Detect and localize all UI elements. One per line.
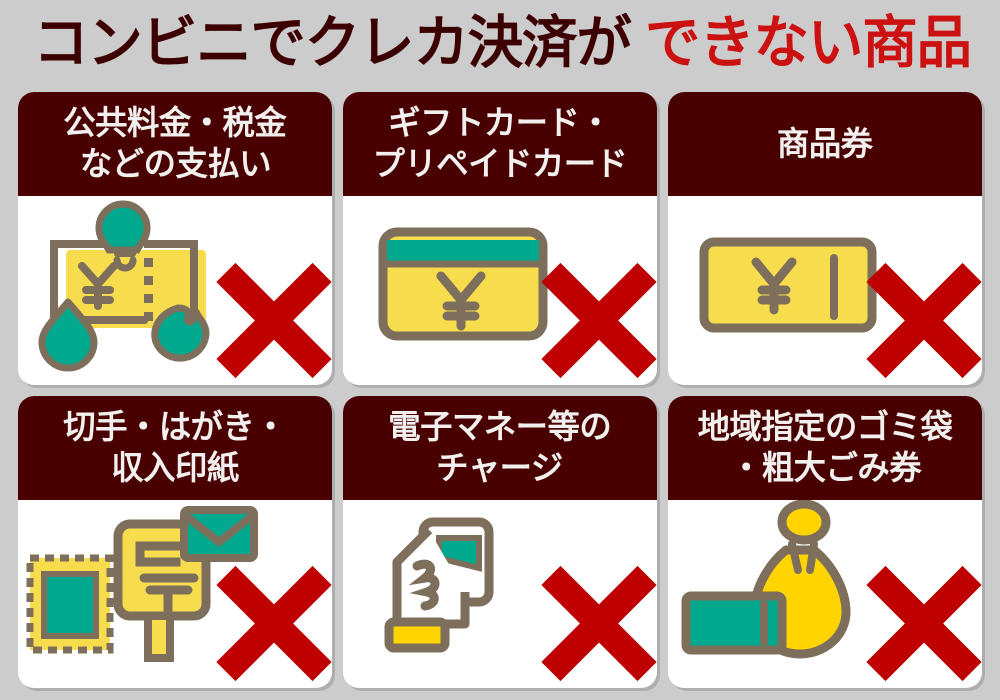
card-title-line: 公共料金・税金 [63, 103, 287, 143]
card-title-line: プリペイドカード [372, 144, 628, 183]
cards-grid: 公共料金・税金 などの支払い [18, 92, 982, 688]
card-garbage-bag-ticket[interactable]: 地域指定のゴミ袋 ・粗大ごみ券 [668, 395, 982, 688]
card-emoney-charge[interactable]: 電子マネー等の チャージ [343, 395, 657, 688]
card-title-line: などの支払い [79, 144, 271, 183]
card-header-emoney-charge: 電子マネー等の チャージ [343, 395, 657, 500]
card-body-utility-bills [18, 196, 332, 380]
card-title-line: 電子マネー等の [388, 406, 612, 446]
card-stamps-postcards[interactable]: 切手・はがき・ 収入印紙 [18, 395, 332, 688]
card-title-line: 地域指定のゴミ袋 [697, 406, 953, 446]
card-body-gift-certificate [668, 196, 982, 380]
card-utility-bills[interactable]: 公共料金・税金 などの支払い [18, 92, 332, 385]
card-gift-certificate[interactable]: 商品券 [668, 92, 982, 385]
card-body-stamps-postcards [18, 499, 332, 684]
card-header-stamps-postcards: 切手・はがき・ 収入印紙 [18, 395, 332, 500]
page-title-red-segment: できない商品 [645, 9, 972, 76]
card-title-line: 収入印紙 [111, 447, 239, 487]
postage-stamp-mailbox-icon [18, 500, 332, 684]
card-title-line: 商品券 [777, 123, 873, 163]
garbage-bag-ticket-icon [668, 499, 982, 684]
hand-card-reader-icon [343, 500, 657, 684]
card-body-garbage-bag-ticket [668, 499, 982, 684]
card-gift-prepaid-card[interactable]: ギフトカード・ プリペイドカード [343, 92, 657, 385]
prepaid-card-icon [343, 196, 657, 380]
card-title-line: ・粗大ごみ券 [729, 447, 921, 487]
card-header-gift-certificate: 商品券 [668, 92, 982, 196]
page-title-dark-segment: コンビニでクレカ決済が [33, 9, 631, 76]
card-header-utility-bills: 公共料金・税金 などの支払い [18, 92, 332, 196]
card-header-gift-prepaid-card: ギフトカード・ プリペイドカード [343, 92, 657, 196]
gift-voucher-icon [668, 196, 982, 380]
card-header-garbage-bag-ticket: 地域指定のゴミ袋 ・粗大ごみ券 [668, 395, 982, 500]
card-body-gift-prepaid-card [343, 196, 657, 380]
card-title-line: 切手・はがき・ [63, 406, 287, 446]
page-title: コンビニでクレカ決済ができない商品 [0, 0, 1000, 86]
card-body-emoney-charge [343, 499, 657, 684]
utility-bill-icon [18, 196, 332, 380]
card-title-line: ギフトカード・ [388, 103, 612, 143]
card-title-line: チャージ [436, 447, 564, 487]
